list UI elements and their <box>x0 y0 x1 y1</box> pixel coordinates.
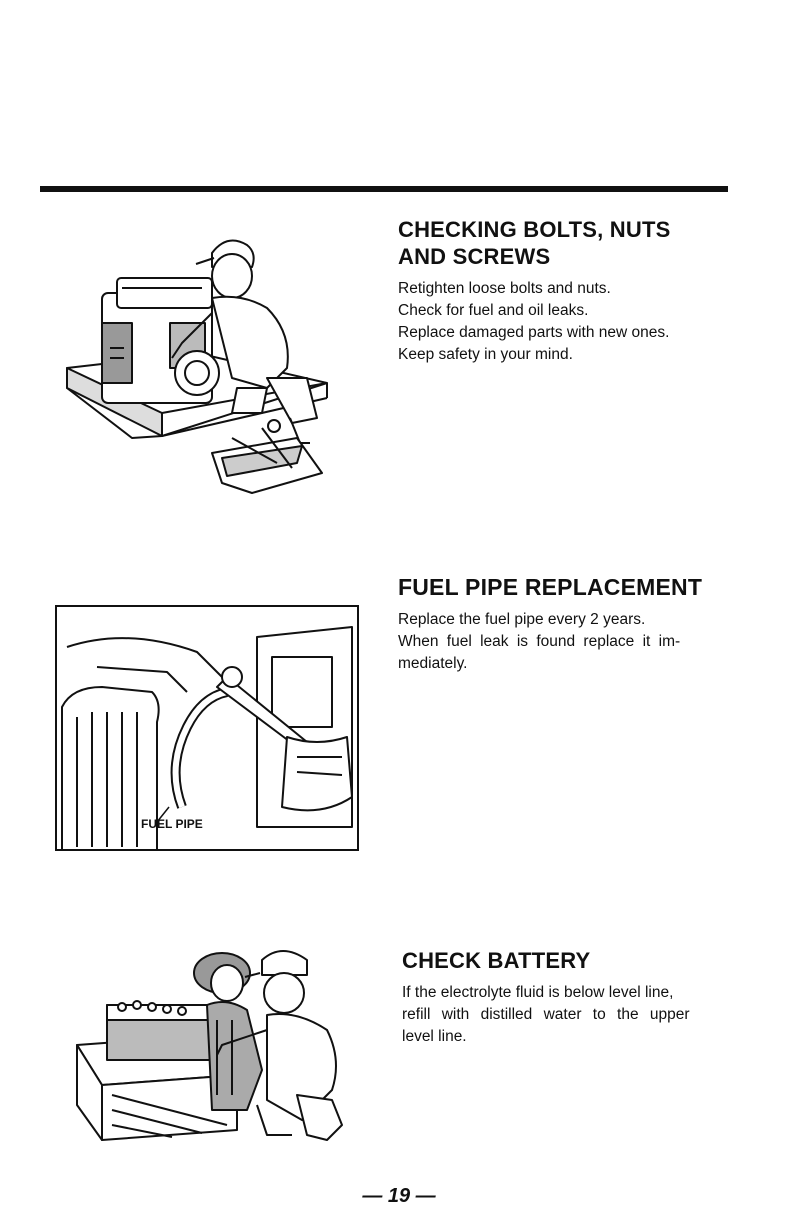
section-checking-bolts: CHECKING BOLTS, NUTS AND SCREWS Retighte… <box>398 216 738 366</box>
body-line: mediately. <box>398 655 468 672</box>
fuel-pipe-label: FUEL PIPE <box>141 817 203 831</box>
section-fuel-pipe: FUEL PIPE REPLACEMENT Replace the fuel p… <box>398 574 738 675</box>
body-line: Replace the fuel pipe every 2 years. <box>398 611 646 628</box>
body-line: If the electrolyte fluid is below level … <box>402 984 674 1001</box>
body-line: Check for fuel and oil leaks. <box>398 302 589 319</box>
body-line: Replace damaged parts with new ones. <box>398 324 670 341</box>
body-line: Keep safety in your mind. <box>398 346 573 363</box>
battery-check-illustration <box>76 950 343 1141</box>
body-line: When fuel leak is found replace it im- <box>398 633 681 650</box>
page-number: — 19 — <box>362 1185 436 1207</box>
section-heading: CHECKING BOLTS, NUTS AND SCREWS <box>398 217 671 269</box>
body-line: Retighten loose bolts and nuts. <box>398 280 611 297</box>
mechanic-generator-illustration <box>66 239 328 494</box>
fuel-pipe-illustration: FUEL PIPE <box>55 605 359 851</box>
section-heading: FUEL PIPE REPLACEMENT <box>398 574 703 600</box>
body-line: level line. <box>402 1028 467 1045</box>
section-heading: CHECK BATTERY <box>402 948 591 973</box>
body-line: refill with distilled water to the upper <box>402 1006 690 1023</box>
top-rule <box>40 186 728 192</box>
section-check-battery: CHECK BATTERY If the electrolyte fluid i… <box>402 947 734 1048</box>
